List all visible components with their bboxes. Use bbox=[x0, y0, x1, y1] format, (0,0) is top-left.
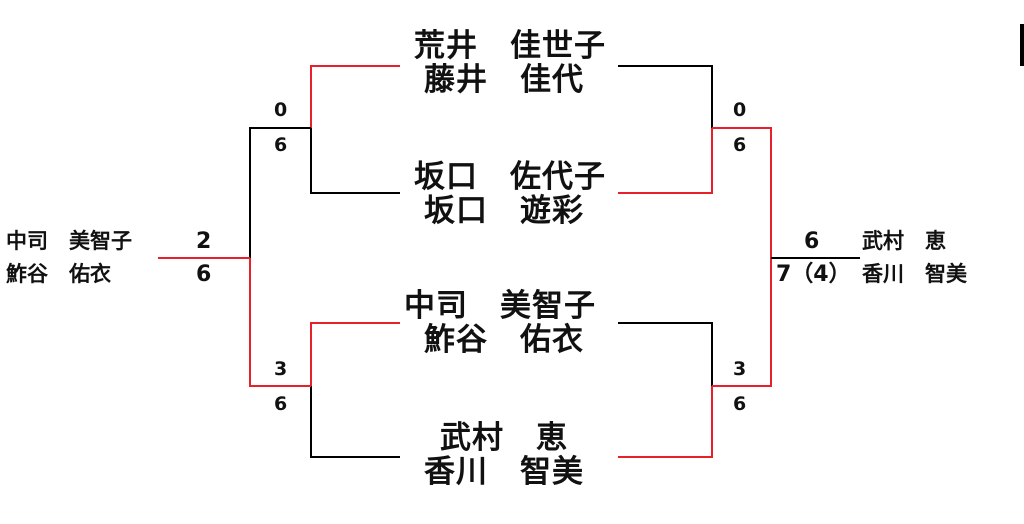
line-top-right-team2 bbox=[618, 128, 713, 194]
score-top-left-team1: 0 bbox=[274, 99, 288, 121]
team-top1-player2: 藤井 佳代 bbox=[424, 62, 584, 98]
final-right-score-bottom: 7（4） bbox=[776, 262, 851, 287]
score-bottom-right-team1: 3 bbox=[733, 358, 747, 380]
line-bottom-left-team1 bbox=[310, 322, 400, 386]
line-final-left-top bbox=[249, 127, 311, 258]
line-top-left-team2 bbox=[310, 128, 400, 194]
line-final-right-bottom bbox=[712, 258, 772, 387]
line-bottom-left-team2 bbox=[310, 386, 400, 458]
final-right-player2: 香川 智美 bbox=[862, 262, 967, 286]
final-left-score-top: 2 bbox=[196, 229, 212, 254]
team-bottom1-player2: 鮓谷 佑衣 bbox=[424, 322, 584, 358]
line-bottom-right-team1 bbox=[618, 322, 713, 386]
score-bottom-right-team2: 6 bbox=[733, 393, 747, 415]
line-top-right-team1 bbox=[618, 65, 713, 128]
final-left-score-bottom: 6 bbox=[196, 262, 212, 287]
final-left-player2: 鮓谷 佑衣 bbox=[6, 262, 111, 286]
score-bottom-left-team1: 3 bbox=[274, 358, 288, 380]
line-final-right-top bbox=[712, 127, 772, 258]
score-top-right-team1: 0 bbox=[733, 99, 747, 121]
edge-marker bbox=[1020, 24, 1024, 66]
line-final-left-bottom bbox=[249, 258, 311, 387]
score-bottom-left-team2: 6 bbox=[274, 393, 288, 415]
final-right-player1: 武村 恵 bbox=[862, 229, 946, 253]
team-bottom2-player2: 香川 智美 bbox=[424, 454, 584, 490]
line-bottom-right-team2 bbox=[618, 386, 713, 458]
line-top-left-team1 bbox=[310, 65, 400, 128]
final-right-score-top: 6 bbox=[804, 229, 820, 254]
final-left-player1: 中司 美智子 bbox=[6, 229, 132, 253]
score-top-left-team2: 6 bbox=[274, 134, 288, 156]
team-bottom1-player1: 中司 美智子 bbox=[404, 288, 596, 324]
team-top2-player1: 坂口 佐代子 bbox=[414, 159, 606, 195]
score-top-right-team2: 6 bbox=[733, 134, 747, 156]
team-top2-player2: 坂口 遊彩 bbox=[424, 193, 584, 229]
team-bottom2-player1: 武村 恵 bbox=[440, 420, 568, 456]
team-top1-player1: 荒井 佳世子 bbox=[414, 28, 606, 64]
